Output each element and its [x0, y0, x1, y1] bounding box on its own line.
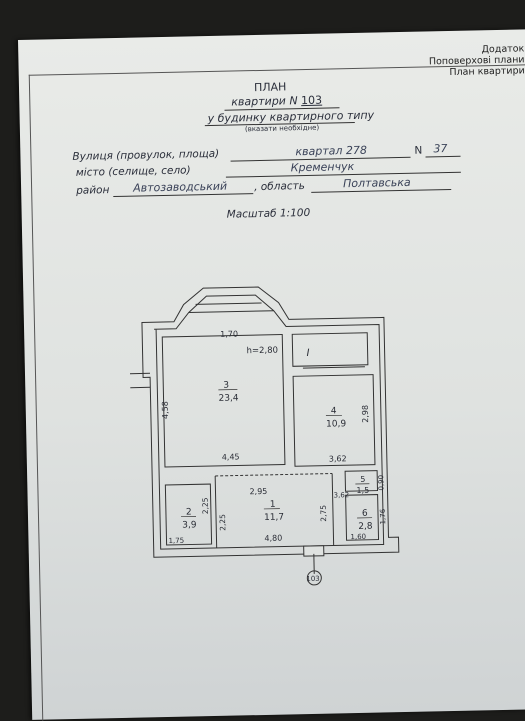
balcony-mark: I	[307, 348, 310, 359]
dim-room5-width: 3,62	[334, 491, 350, 499]
room-number: 3	[223, 381, 229, 391]
room-area: 3,9	[182, 520, 197, 530]
dim-room6-height: 1,76	[379, 508, 387, 524]
dim-room5-height: 0,90	[377, 475, 385, 491]
dim-room2-h2: 2,25	[218, 514, 227, 531]
dim-room6-width: 1,60	[350, 533, 366, 541]
room-number: 1	[270, 500, 276, 510]
dim-room2-h1: 2,25	[201, 497, 210, 514]
dim-hall-bottom: 4,80	[264, 534, 282, 543]
dim-room3-height: 4,58	[161, 401, 170, 419]
room-number: 2	[186, 507, 192, 517]
floor-plan: 1,70 h=2,80 I 3 23,4 4,58 4,45 4 10,9 2,…	[18, 29, 525, 600]
dim-room4-width: 3,62	[329, 454, 347, 463]
entrance-number: 103	[306, 575, 320, 583]
dim-hall-height: 2,75	[319, 505, 328, 522]
dim-room4-height: 2,98	[361, 405, 370, 423]
room-area: 2,8	[358, 522, 373, 532]
dim-room2-width: 1,75	[168, 537, 184, 545]
document-page: Додаток Поповерхові плани План квартири …	[18, 29, 525, 720]
room-area: 10,9	[326, 419, 347, 429]
dim-room3-width: 4,45	[222, 452, 240, 461]
room-number: 6	[362, 509, 368, 519]
room-number: 5	[360, 475, 365, 484]
room-number: 4	[331, 406, 337, 416]
room-area: 1,5	[356, 486, 369, 495]
balcony-outline	[292, 333, 368, 367]
room-area: 23,4	[218, 393, 239, 403]
room-area: 11,7	[264, 513, 284, 523]
dim-bay-width: 1,70	[220, 329, 238, 338]
dim-hall-width: 2,95	[249, 487, 267, 496]
ceiling-height: h=2,80	[246, 346, 278, 357]
